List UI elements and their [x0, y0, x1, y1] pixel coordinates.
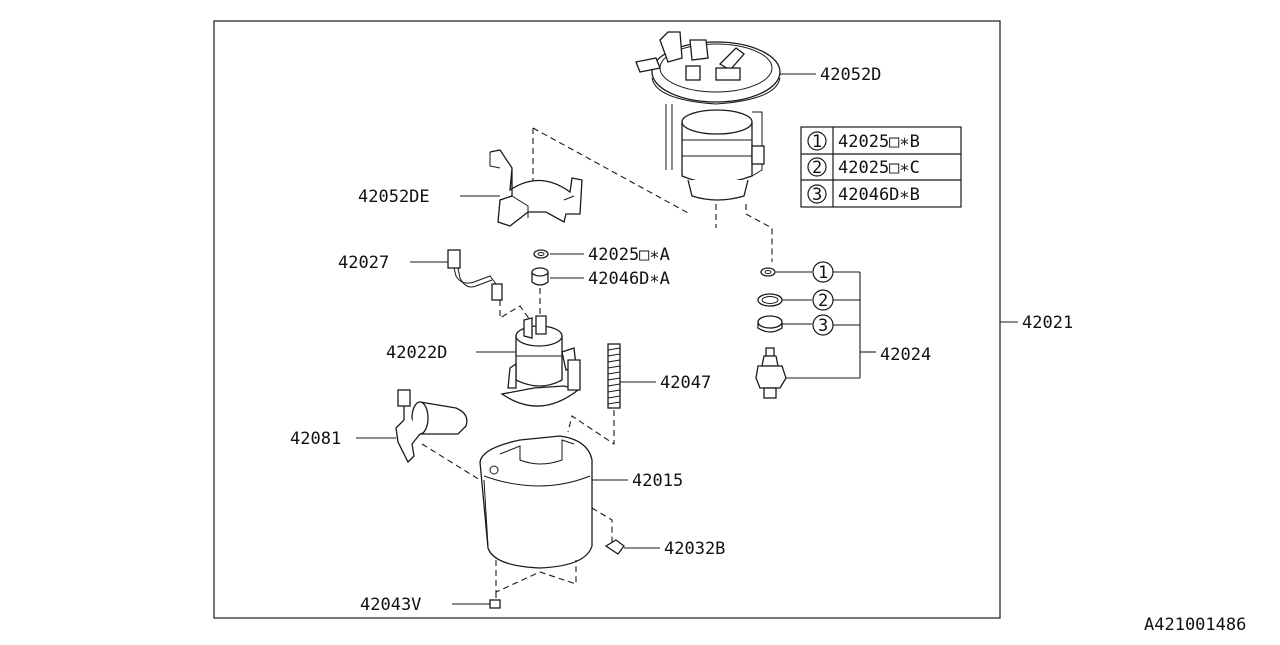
o-ring-2 — [757, 293, 783, 307]
legend-num-1: 1 — [812, 132, 822, 152]
legend-callout-3 — [807, 184, 827, 204]
legend-part-1: 42025□∗B — [838, 132, 920, 152]
callout-text-2: 2 — [818, 291, 828, 311]
clip — [604, 539, 625, 555]
label-42047: 42047 — [660, 373, 711, 393]
cap-3 — [757, 315, 783, 333]
level-sensor — [395, 389, 468, 464]
o-ring-1 — [760, 267, 776, 277]
callout-text-1: 1 — [818, 263, 828, 283]
diagram-frame — [213, 20, 1001, 619]
fuel-pump — [500, 315, 581, 407]
bracket-part — [489, 149, 583, 227]
legend-callout-1 — [807, 131, 827, 151]
legend-callout-2 — [807, 157, 827, 177]
label-42046d-a: 42046D∗A — [588, 269, 670, 289]
reservoir-cup — [479, 435, 593, 569]
figure-id: A421001486 — [1144, 615, 1246, 635]
label-42043v: 42043V — [360, 595, 421, 615]
label-42024: 42024 — [880, 345, 931, 365]
label-42081: 42081 — [290, 429, 341, 449]
label-42021: 42021 — [1022, 313, 1073, 333]
legend-num-2: 2 — [812, 158, 822, 178]
o-ring-a — [533, 249, 549, 259]
legend-table: 1 2 3 42025□∗B 42025□∗C 42046D∗B — [800, 126, 962, 208]
label-42052de: 42052DE — [358, 187, 430, 207]
pressure-regulator — [755, 347, 787, 399]
legend-part-2: 42025□∗C — [838, 158, 920, 178]
fuel-pump-top-assembly — [635, 31, 781, 201]
wire-harness — [447, 249, 503, 301]
cap-a — [531, 267, 549, 286]
spring — [607, 343, 621, 409]
label-42027: 42027 — [338, 253, 389, 273]
filter — [489, 599, 501, 609]
callout-text-3: 3 — [818, 316, 828, 336]
label-42022d: 42022D — [386, 343, 447, 363]
label-42032b: 42032B — [664, 539, 725, 559]
legend-part-3: 42046D∗B — [838, 185, 920, 205]
label-42025-a: 42025□∗A — [588, 245, 670, 265]
label-42052d: 42052D — [820, 65, 881, 85]
legend-num-3: 3 — [812, 185, 822, 205]
label-42015: 42015 — [632, 471, 683, 491]
